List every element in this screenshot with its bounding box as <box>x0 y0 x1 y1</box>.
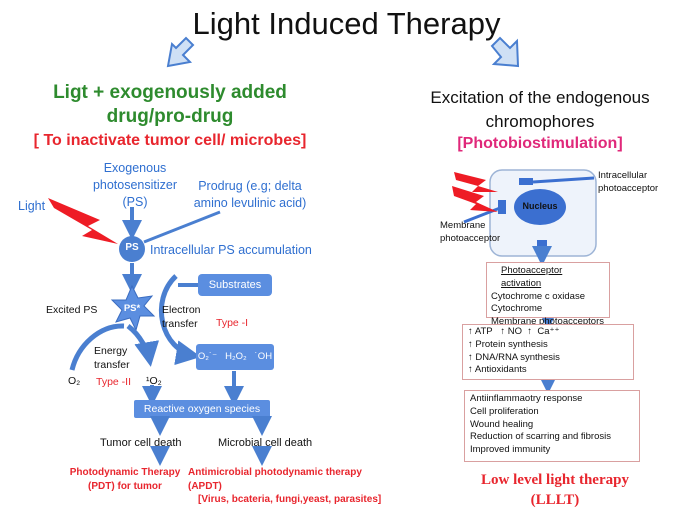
effect-item: ↑ DNA/RNA synthesis <box>468 351 560 363</box>
excited-ps-label: Excited PS <box>46 304 98 316</box>
pdt-label: Photodynamic Therapy (PDT) for tumor <box>69 467 181 492</box>
outcomes-box: Antiinflammaotry response Cell prolifera… <box>464 390 640 462</box>
ps-node <box>119 236 145 262</box>
effect-item: ↑ Antioxidants <box>468 364 527 376</box>
page-title: Light Induced Therapy <box>192 6 501 41</box>
intracellular-photoacceptor-label: Intracellular photoacceptor <box>598 170 659 194</box>
prodrug-label: Prodrug (e.g; delta amino levulinic acid… <box>193 179 307 210</box>
tumor-death-label: Tumor cell death <box>100 437 182 449</box>
ros-species-label: O₂˙⁻ H₂O₂ ˙OH <box>197 351 273 362</box>
right-subheading: [Photobiostimulation] <box>457 135 623 152</box>
outcome-item: Improved immunity <box>470 444 551 456</box>
lllt-label: Low level light therapy (LLLT) <box>481 472 629 509</box>
left-heading-line2: drug/pro-drug <box>106 106 234 127</box>
light-bolt-right-2 <box>452 186 498 212</box>
light-bolt-left <box>48 198 118 244</box>
outcome-item: Antiinflammaotry response <box>470 393 583 404</box>
left-heading-line1: Ligt + exogenously added <box>53 82 287 103</box>
singlet-o2-label: ¹O₂ <box>146 375 162 387</box>
ros-bar <box>134 400 270 418</box>
activation-title: Photoacceptor activation <box>501 265 563 289</box>
left-branch-arrow <box>166 36 195 68</box>
substrates-box <box>198 274 272 296</box>
activation-item: Cytochrome c oxidase <box>491 290 585 302</box>
right-heading-line1: Excitation of the endogenous <box>430 88 650 107</box>
microbial-death-label: Microbial cell death <box>218 437 313 449</box>
outcome-item: Reduction of scarring and fibrosis <box>470 431 611 443</box>
activation-item: Membrane photoacceptors <box>491 316 605 328</box>
apdt-label: Antimicrobial photodynamic therapy (APDT… <box>188 467 382 505</box>
nucleus-label: Nucleus <box>522 201 558 211</box>
effects-box: ↑ ATP ↑ NO ↑ Ca⁺⁺ ↑ Protein synthesis ↑ … <box>462 324 634 380</box>
type-2-label: Type -II <box>96 376 132 388</box>
energy-transfer-label: Energy transfer <box>94 345 130 372</box>
type-1-label: Type -I <box>216 317 249 329</box>
intracellular-ps-label: Intracellular PS accumulation <box>150 243 312 257</box>
light-label: Light <box>18 199 46 213</box>
electron-transfer-label: Electron transfer <box>162 304 201 331</box>
ps-node-label: PS <box>125 242 139 253</box>
effect-item: ↑ ATP ↑ NO ↑ Ca⁺⁺ <box>468 326 560 337</box>
outcome-item: Wound healing <box>470 418 534 430</box>
ros-bar-label: Reactive oxygen species <box>143 403 261 415</box>
outcome-item: Cell proliferation <box>470 405 539 417</box>
effect-item: ↑ Protein synthesis <box>468 338 548 350</box>
activation-box: Photoacceptor activation Cytochrome c ox… <box>486 262 610 327</box>
exogenous-ps-label: Exogenous photosensitizer (PS) <box>92 161 178 209</box>
light-bolt-right-1 <box>454 172 498 192</box>
membrane-photoacceptor-label: Membrane photoacceptor <box>440 220 501 244</box>
o2-label: O₂ <box>68 375 81 387</box>
ps-star-label: PS* <box>123 303 141 314</box>
nucleus <box>514 189 566 225</box>
right-heading-line2: chromophores <box>485 112 595 131</box>
right-branch-arrow <box>490 36 520 68</box>
left-subheading: [ To inactivate tumor cell/ microbes] <box>33 132 307 149</box>
substrates-label: Substrates <box>208 279 262 291</box>
activation-item: Cytochrome <box>491 303 543 315</box>
ros-species-box <box>196 344 274 370</box>
